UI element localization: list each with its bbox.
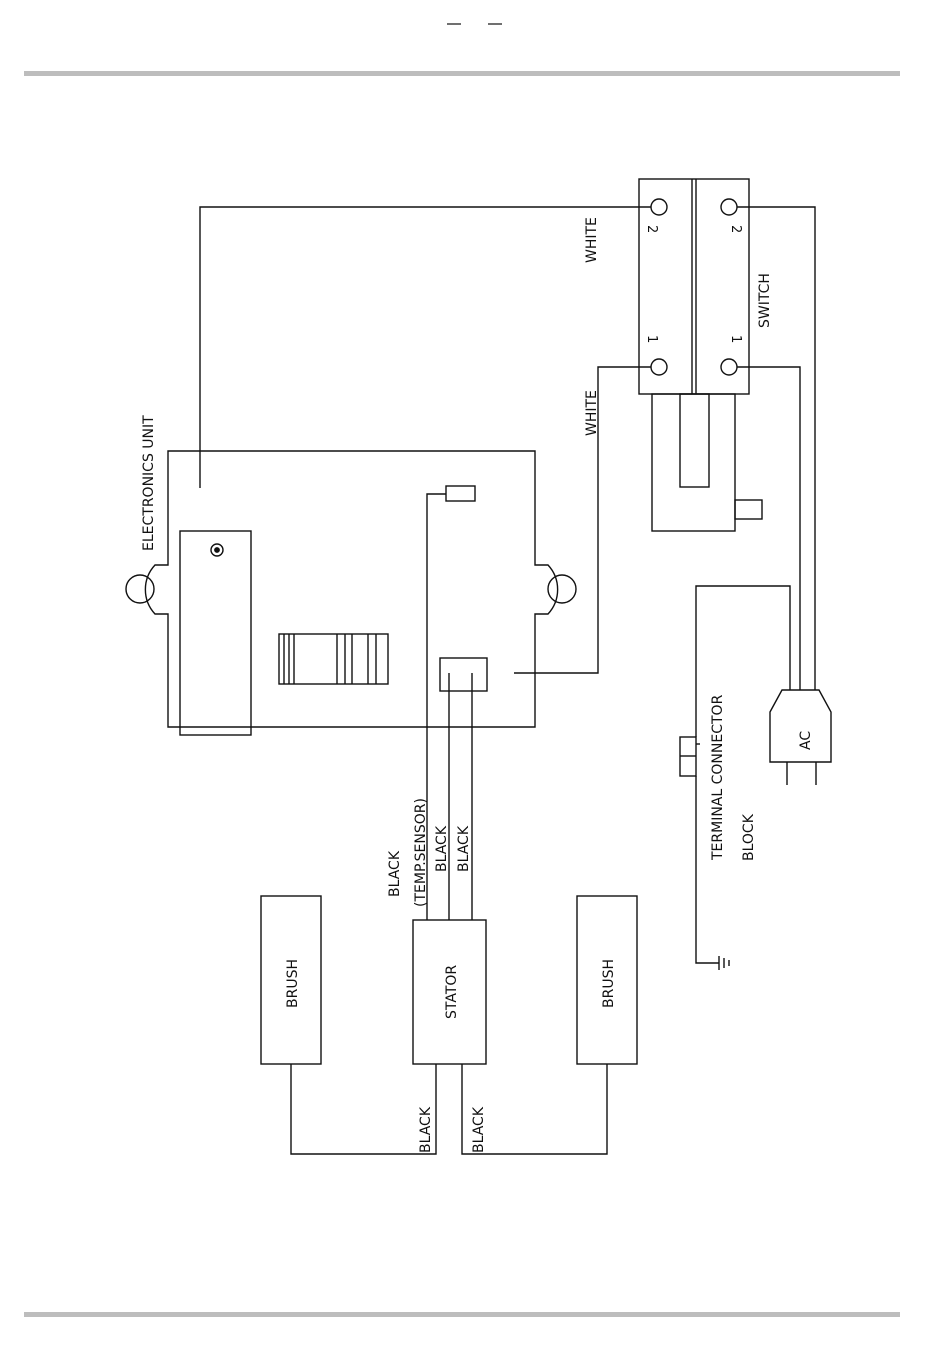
switch-terminal-2a <box>651 199 667 215</box>
bottom-rule <box>24 1312 900 1317</box>
switch-label: SWITCH <box>757 273 773 328</box>
white-label-top: WHITE <box>584 217 600 263</box>
switch-terminal-label-2b: 2 <box>728 225 743 233</box>
mounting-hole-right <box>548 575 576 603</box>
heatsink-block <box>180 531 251 735</box>
black-label-a: BLACK <box>434 825 450 872</box>
brush-left-label: BRUSH <box>285 959 301 1008</box>
temp-sensor-connector <box>446 486 475 501</box>
stator-label: STATOR <box>444 965 460 1019</box>
terminal-connector-label: TERMINAL CONNECTOR <box>710 694 726 861</box>
electronics-unit <box>126 451 576 735</box>
black-label-b: BLACK <box>456 825 472 872</box>
black-bottom-right-label: BLACK <box>471 1106 487 1153</box>
wires <box>200 207 815 1154</box>
switch-terminal-2b <box>721 199 737 215</box>
black-temp-label-2: (TEMP.SENSOR) <box>413 798 429 907</box>
switch-terminal-label-1b: 1 <box>728 335 743 343</box>
black-bottom-left-label: BLACK <box>418 1106 434 1153</box>
relay-component <box>279 634 388 684</box>
switch-terminal-label-2a: 2 <box>644 225 659 233</box>
mounting-hole-left <box>126 575 154 603</box>
terminal-connector-block <box>680 737 700 776</box>
black-temp-label-1: BLACK <box>387 850 403 897</box>
white-label-mid: WHITE <box>584 390 600 436</box>
switch-terminal-1a <box>651 359 667 375</box>
electronics-unit-label: ELECTRONICS UNIT <box>141 415 157 551</box>
block-label: BLOCK <box>741 813 757 861</box>
ac-label: AC <box>798 731 814 750</box>
brush-right-label: BRUSH <box>601 959 617 1008</box>
ground-icon <box>719 956 729 970</box>
switch-terminal-1b <box>721 359 737 375</box>
switch-terminal-label-1a: 1 <box>644 335 659 343</box>
stator-connector <box>440 658 487 691</box>
